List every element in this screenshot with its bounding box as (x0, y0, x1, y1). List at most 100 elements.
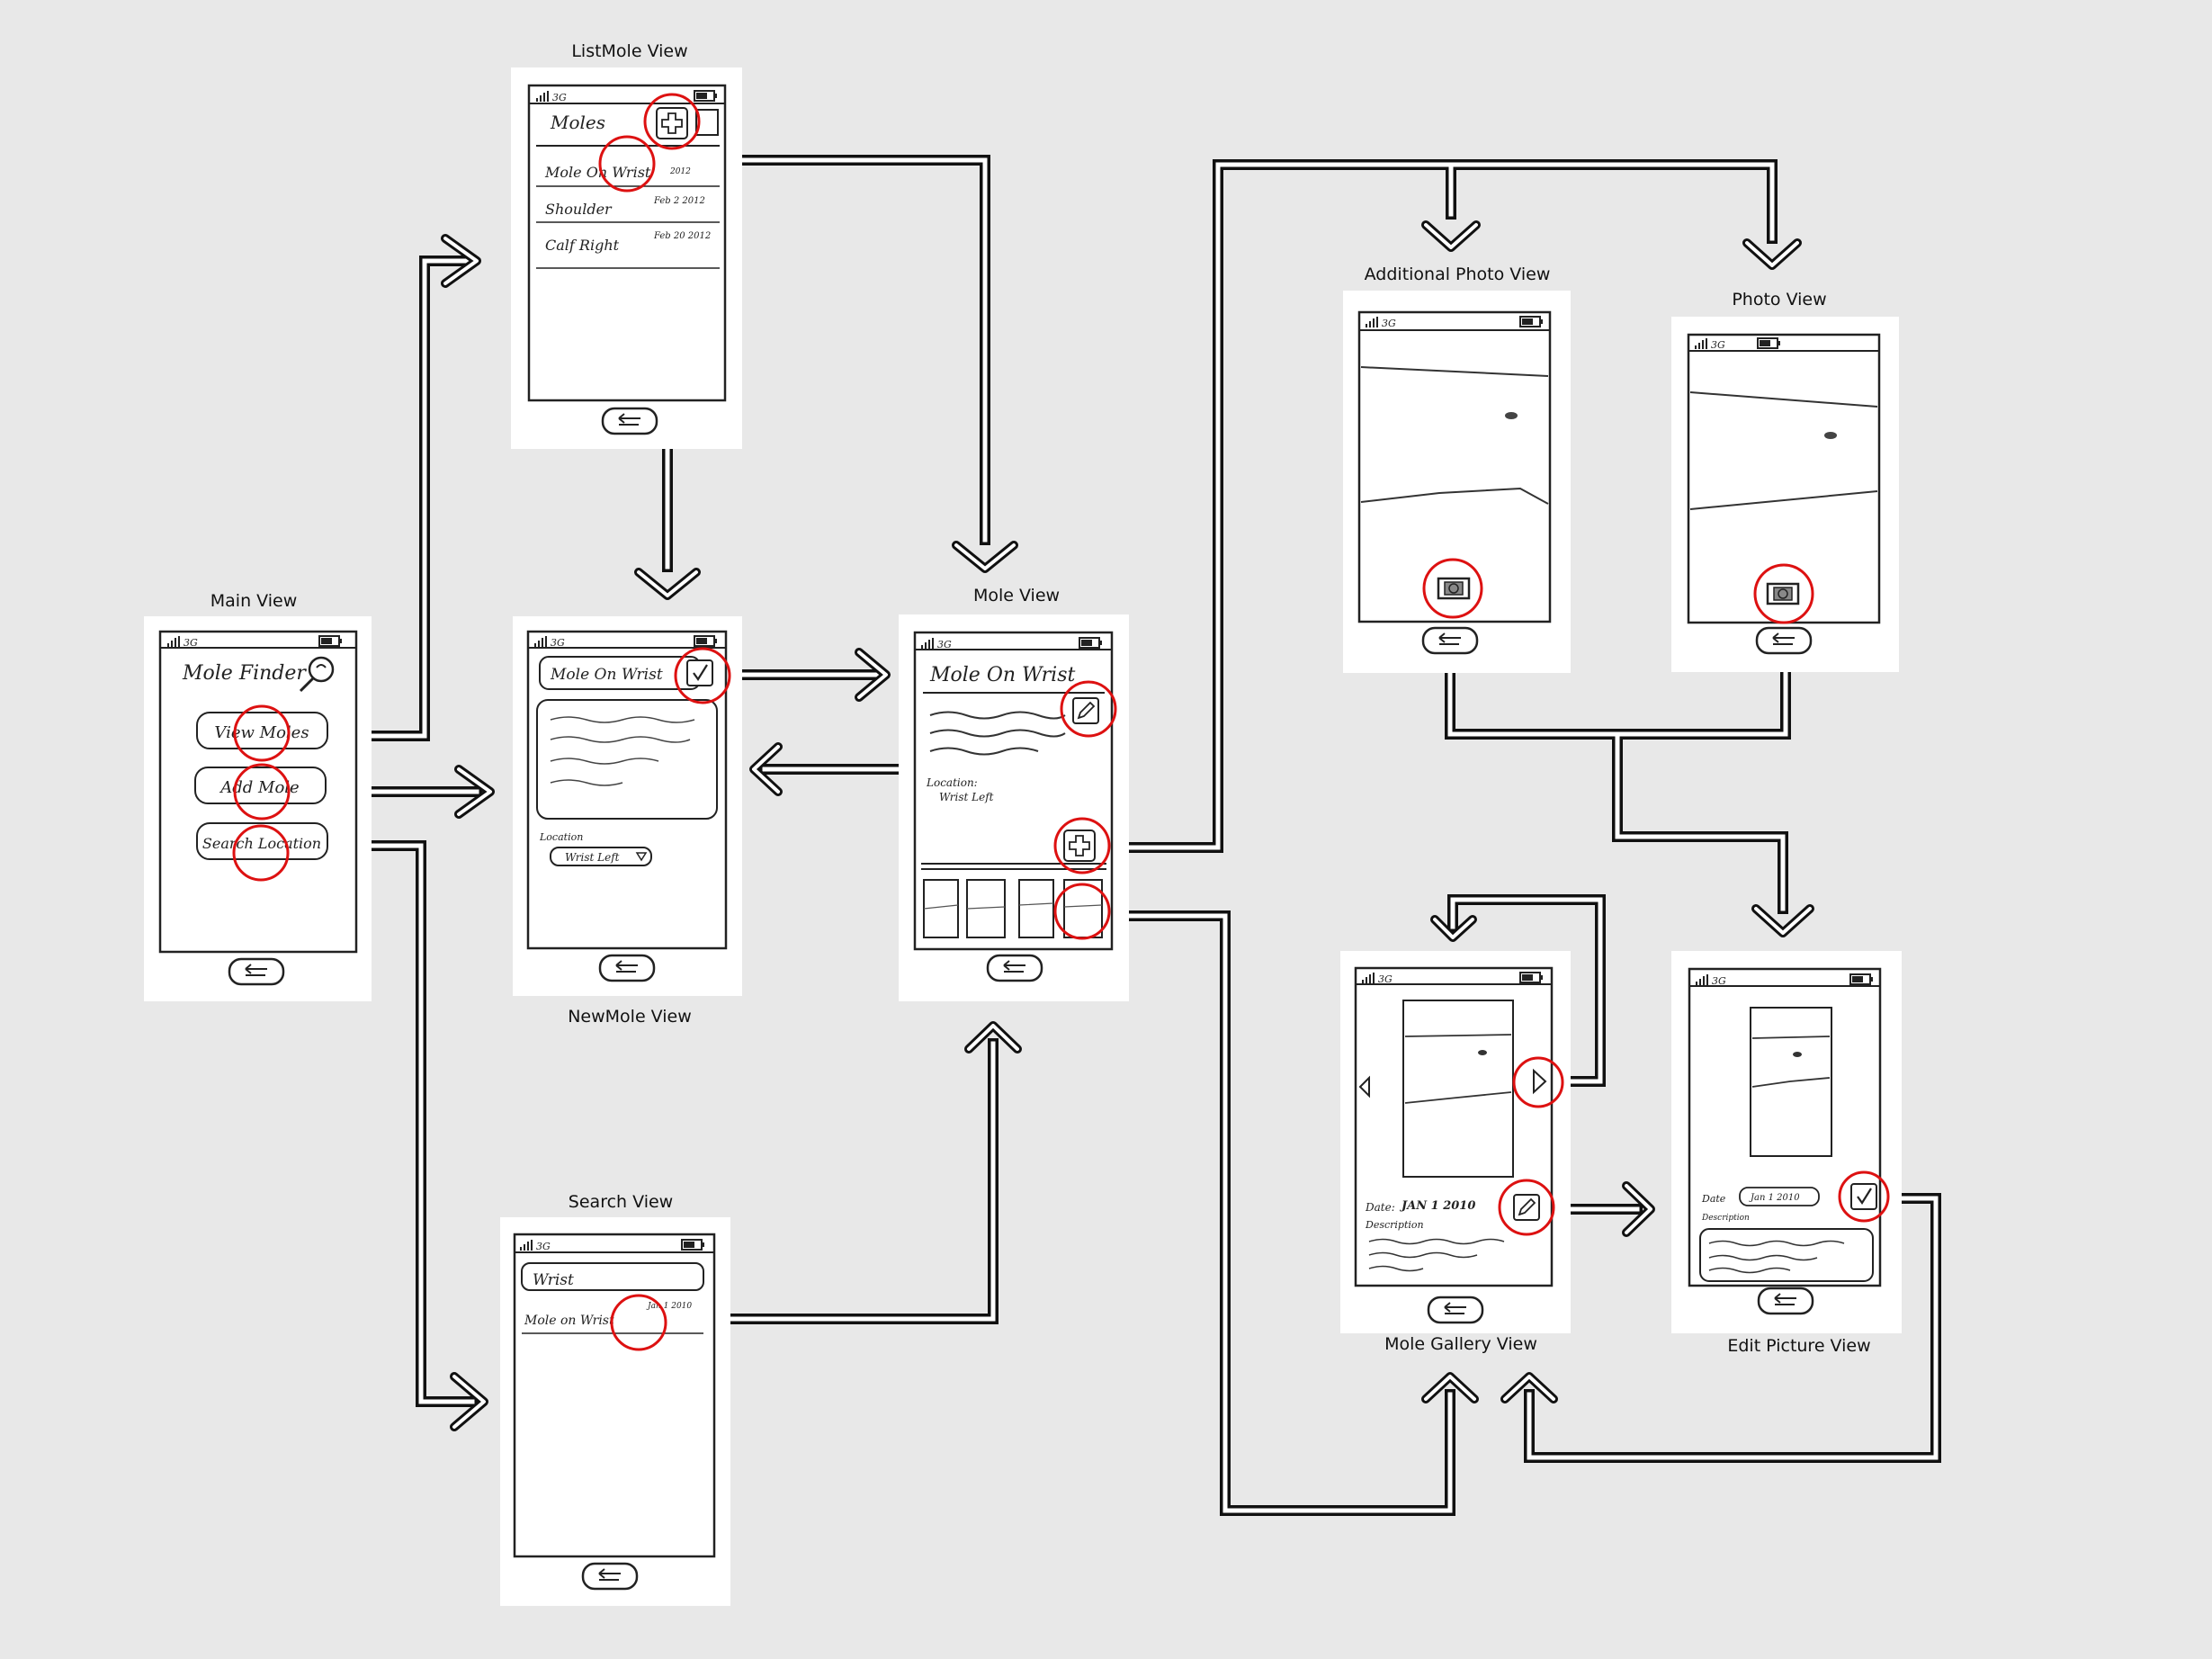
dropdown-arrow-icon (635, 852, 648, 862)
camera-icon[interactable] (1437, 577, 1471, 600)
back-icon[interactable] (598, 954, 656, 982)
main-view: Main View 3G Mole Finder View Moles Add … (144, 591, 372, 1001)
listmole-view-title: ListMole View (571, 41, 687, 61)
highlight-search-result (610, 1294, 667, 1351)
highlight-check (674, 647, 731, 704)
search-magnifier-icon[interactable] (299, 656, 335, 693)
additional-photo-signal-label: 3G (1382, 318, 1396, 329)
view-moles-label: View Moles (214, 723, 309, 742)
list-item-date: 2012 (669, 167, 691, 176)
check-icon[interactable] (685, 659, 714, 687)
list-item[interactable]: Shoulder Feb 2 2012 (536, 196, 720, 223)
camera-icon[interactable] (1766, 582, 1800, 605)
search-view: Search View 3G Wrist Mole on Wrist Jan 1… (500, 1192, 730, 1606)
check-icon[interactable] (1849, 1182, 1878, 1211)
highlight-camera (1422, 558, 1483, 619)
add-mole-button[interactable]: Add Mole (194, 767, 327, 804)
highlight-search-location (232, 824, 290, 882)
edit-signal-label: 3G (1712, 975, 1726, 987)
list-item-date: Feb 2 2012 (653, 196, 705, 206)
newmole-signal-label: 3G (551, 637, 565, 649)
list-item-name: Shoulder (545, 201, 613, 218)
main-app-title: Mole Finder (182, 662, 307, 685)
edit-date-field[interactable]: Jan 1 2010 (1739, 1187, 1820, 1206)
main-view-title: Main View (210, 591, 297, 611)
next-arrow-icon[interactable] (1533, 1068, 1547, 1095)
list-item-name: Mole On Wrist (544, 164, 651, 181)
gallery-thumbnails[interactable] (923, 879, 1103, 938)
mole-location-value: Wrist Left (939, 791, 994, 803)
search-view-title: Search View (569, 1192, 673, 1212)
add-mole-label: Add Mole (219, 778, 299, 797)
gallery-date-value: JAN 1 2010 (1399, 1199, 1475, 1213)
list-item-date: Feb 20 2012 (653, 231, 711, 241)
photo-view: Photo View 3G (1671, 290, 1899, 672)
gallery-view-title: Mole Gallery View (1384, 1334, 1537, 1354)
location-label: Location (539, 831, 583, 843)
mole-view-title: Mole View (973, 586, 1060, 605)
mole-name-value: Mole On Wrist (550, 666, 663, 684)
main-view-paper (144, 616, 372, 1001)
camera-preview (1689, 391, 1878, 408)
back-icon[interactable] (581, 1562, 639, 1591)
highlight-add-photo (1053, 817, 1111, 874)
highlight-gallery (1053, 883, 1111, 940)
additional-photo-view-title: Additional Photo View (1365, 265, 1551, 284)
search-location-button[interactable]: Search Location (196, 822, 328, 860)
search-query: Wrist (533, 1271, 574, 1289)
result-date: Jan 1 2010 (646, 1302, 692, 1311)
mole-name: Mole On Wrist (929, 664, 1075, 686)
listmole-signal-label: 3G (552, 92, 567, 103)
list-item[interactable]: Mole On Wrist 2012 (536, 164, 720, 187)
highlight-view-moles (233, 704, 291, 762)
listmole-view: ListMole View 3G Moles Mole On Wrist 201… (511, 41, 742, 449)
add-plus-icon[interactable] (1063, 830, 1096, 862)
view-moles-button[interactable]: View Moles (196, 712, 328, 749)
highlight-edit (1498, 1179, 1555, 1236)
main-signal-label: 3G (184, 637, 198, 649)
listmole-header: Moles (550, 112, 605, 133)
prev-arrow-icon[interactable] (1358, 1075, 1370, 1099)
back-icon[interactable] (601, 407, 658, 435)
highlight-list-item (598, 135, 656, 193)
edit-date-value: Jan 1 2010 (1749, 1193, 1800, 1203)
back-icon[interactable] (1427, 1296, 1484, 1324)
edit-picture-view-title: Edit Picture View (1727, 1336, 1870, 1356)
search-signal-label: 3G (536, 1241, 551, 1252)
highlight-add-mole (233, 763, 291, 821)
search-location-label: Search Location (202, 835, 321, 852)
main-screen-frame (158, 630, 358, 954)
location-value: Wrist Left (565, 851, 620, 864)
edit-description-field[interactable] (1699, 1228, 1874, 1282)
list-item[interactable]: Calf Right Feb 20 2012 (536, 231, 720, 269)
mole-location-label: Location: (926, 776, 978, 789)
edit-picture-view: 3G Date Jan 1 2010 Description Edit Pict… (1671, 951, 1902, 1356)
add-plus-icon[interactable] (656, 107, 688, 139)
back-icon[interactable] (1757, 1287, 1814, 1315)
mole-name-field[interactable]: Mole On Wrist (539, 656, 701, 690)
back-icon[interactable] (1755, 626, 1813, 655)
edit-pencil-icon[interactable] (1513, 1194, 1540, 1221)
back-icon[interactable] (986, 954, 1043, 982)
location-dropdown[interactable]: Wrist Left (550, 847, 652, 866)
back-icon[interactable] (1421, 626, 1479, 655)
edit-photo (1750, 1007, 1832, 1157)
edit-pencil-icon[interactable] (1072, 697, 1099, 724)
highlight-add (643, 93, 701, 150)
search-input[interactable]: Wrist (521, 1262, 704, 1291)
newmole-view-title: NewMole View (568, 1007, 692, 1027)
camera-preview (1360, 366, 1549, 377)
list-item-name: Calf Right (545, 237, 620, 254)
gallery-photo (1402, 1000, 1514, 1178)
back-icon[interactable] (228, 957, 285, 986)
description-line (929, 711, 1066, 720)
description-field[interactable] (536, 699, 718, 820)
mole-view: Mole View 3G Mole On Wrist Location: Wri… (899, 586, 1129, 1001)
highlight-edit (1060, 680, 1117, 738)
gallery-date-label: Date: (1365, 1201, 1395, 1214)
highlight-check (1838, 1170, 1890, 1223)
newmole-view: 3G Mole On Wrist Location Wrist Left New… (513, 616, 742, 1027)
mole-gallery-view: 3G Date: JAN 1 2010 Description Mole Gal… (1340, 951, 1571, 1354)
mole-signal-label: 3G (937, 639, 952, 650)
